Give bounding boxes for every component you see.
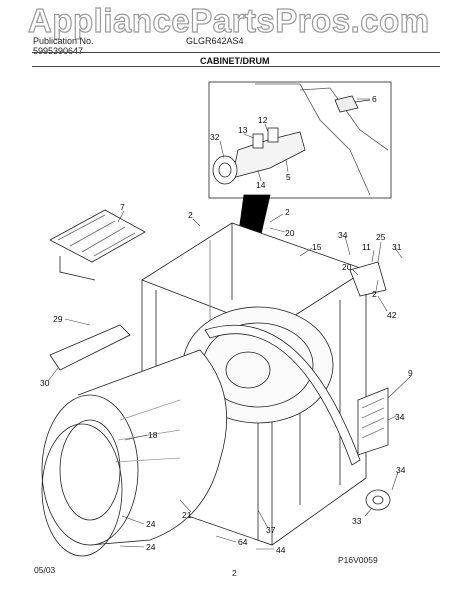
top-grill-part — [49, 209, 146, 281]
callout-34a: 34 — [338, 230, 348, 240]
callout-64: 64 — [238, 537, 248, 547]
detail-inset — [208, 81, 392, 199]
bracket-part — [349, 261, 387, 297]
callout-20b: 20 — [342, 262, 352, 272]
callout-15: 15 — [312, 242, 322, 252]
callout-42: 42 — [387, 310, 397, 320]
callout-34c: 34 — [396, 465, 406, 475]
watermark: AppliancePartsPros.com — [27, 1, 430, 39]
access-panel-part — [357, 387, 389, 456]
figure-code: P16V0059 — [338, 555, 378, 565]
drum-felt-seal — [41, 423, 123, 557]
bearing-part — [365, 489, 391, 511]
callout-31: 31 — [392, 242, 402, 252]
callout-44: 44 — [276, 545, 286, 555]
callout-14: 14 — [256, 180, 266, 190]
drum-cylinder — [41, 349, 228, 546]
callout-18: 18 — [148, 430, 158, 440]
drum-belt — [204, 325, 361, 466]
callout-29: 29 — [53, 314, 63, 324]
callout-32: 32 — [210, 132, 220, 142]
callout-21: 21 — [182, 510, 192, 520]
publication-number: 5995390647 — [33, 46, 84, 56]
header-rule-top — [32, 52, 440, 53]
callout-20a: 20 — [285, 228, 295, 238]
callout-2c: 2 — [372, 289, 377, 299]
callout-6: 6 — [372, 94, 377, 104]
model-number: GLGR642AS4 — [186, 36, 244, 46]
callout-12: 12 — [258, 115, 268, 125]
callout-34b: 34 — [395, 412, 405, 422]
footer-date: 05/03 — [34, 565, 56, 575]
callout-9: 9 — [408, 368, 413, 378]
footer-page-number: 2 — [232, 568, 237, 578]
callout-33: 33 — [352, 516, 362, 526]
drum-baffle — [49, 324, 131, 371]
callout-13: 13 — [238, 125, 248, 135]
publication-label: Publication No. — [33, 36, 94, 46]
callout-25: 25 — [376, 232, 386, 242]
header-rule-bottom — [32, 66, 440, 67]
callout-11: 11 — [362, 242, 371, 252]
callout-5: 5 — [286, 172, 291, 182]
callout-37: 37 — [266, 525, 276, 535]
callout-24b: 24 — [146, 542, 156, 552]
callout-24a: 24 — [146, 519, 156, 529]
section-title: CABINET/DRUM — [200, 56, 270, 66]
callout-2a: 2 — [188, 210, 193, 220]
callout-30: 30 — [40, 378, 50, 388]
callout-2b: 2 — [285, 207, 290, 217]
callout-7: 7 — [120, 202, 125, 212]
